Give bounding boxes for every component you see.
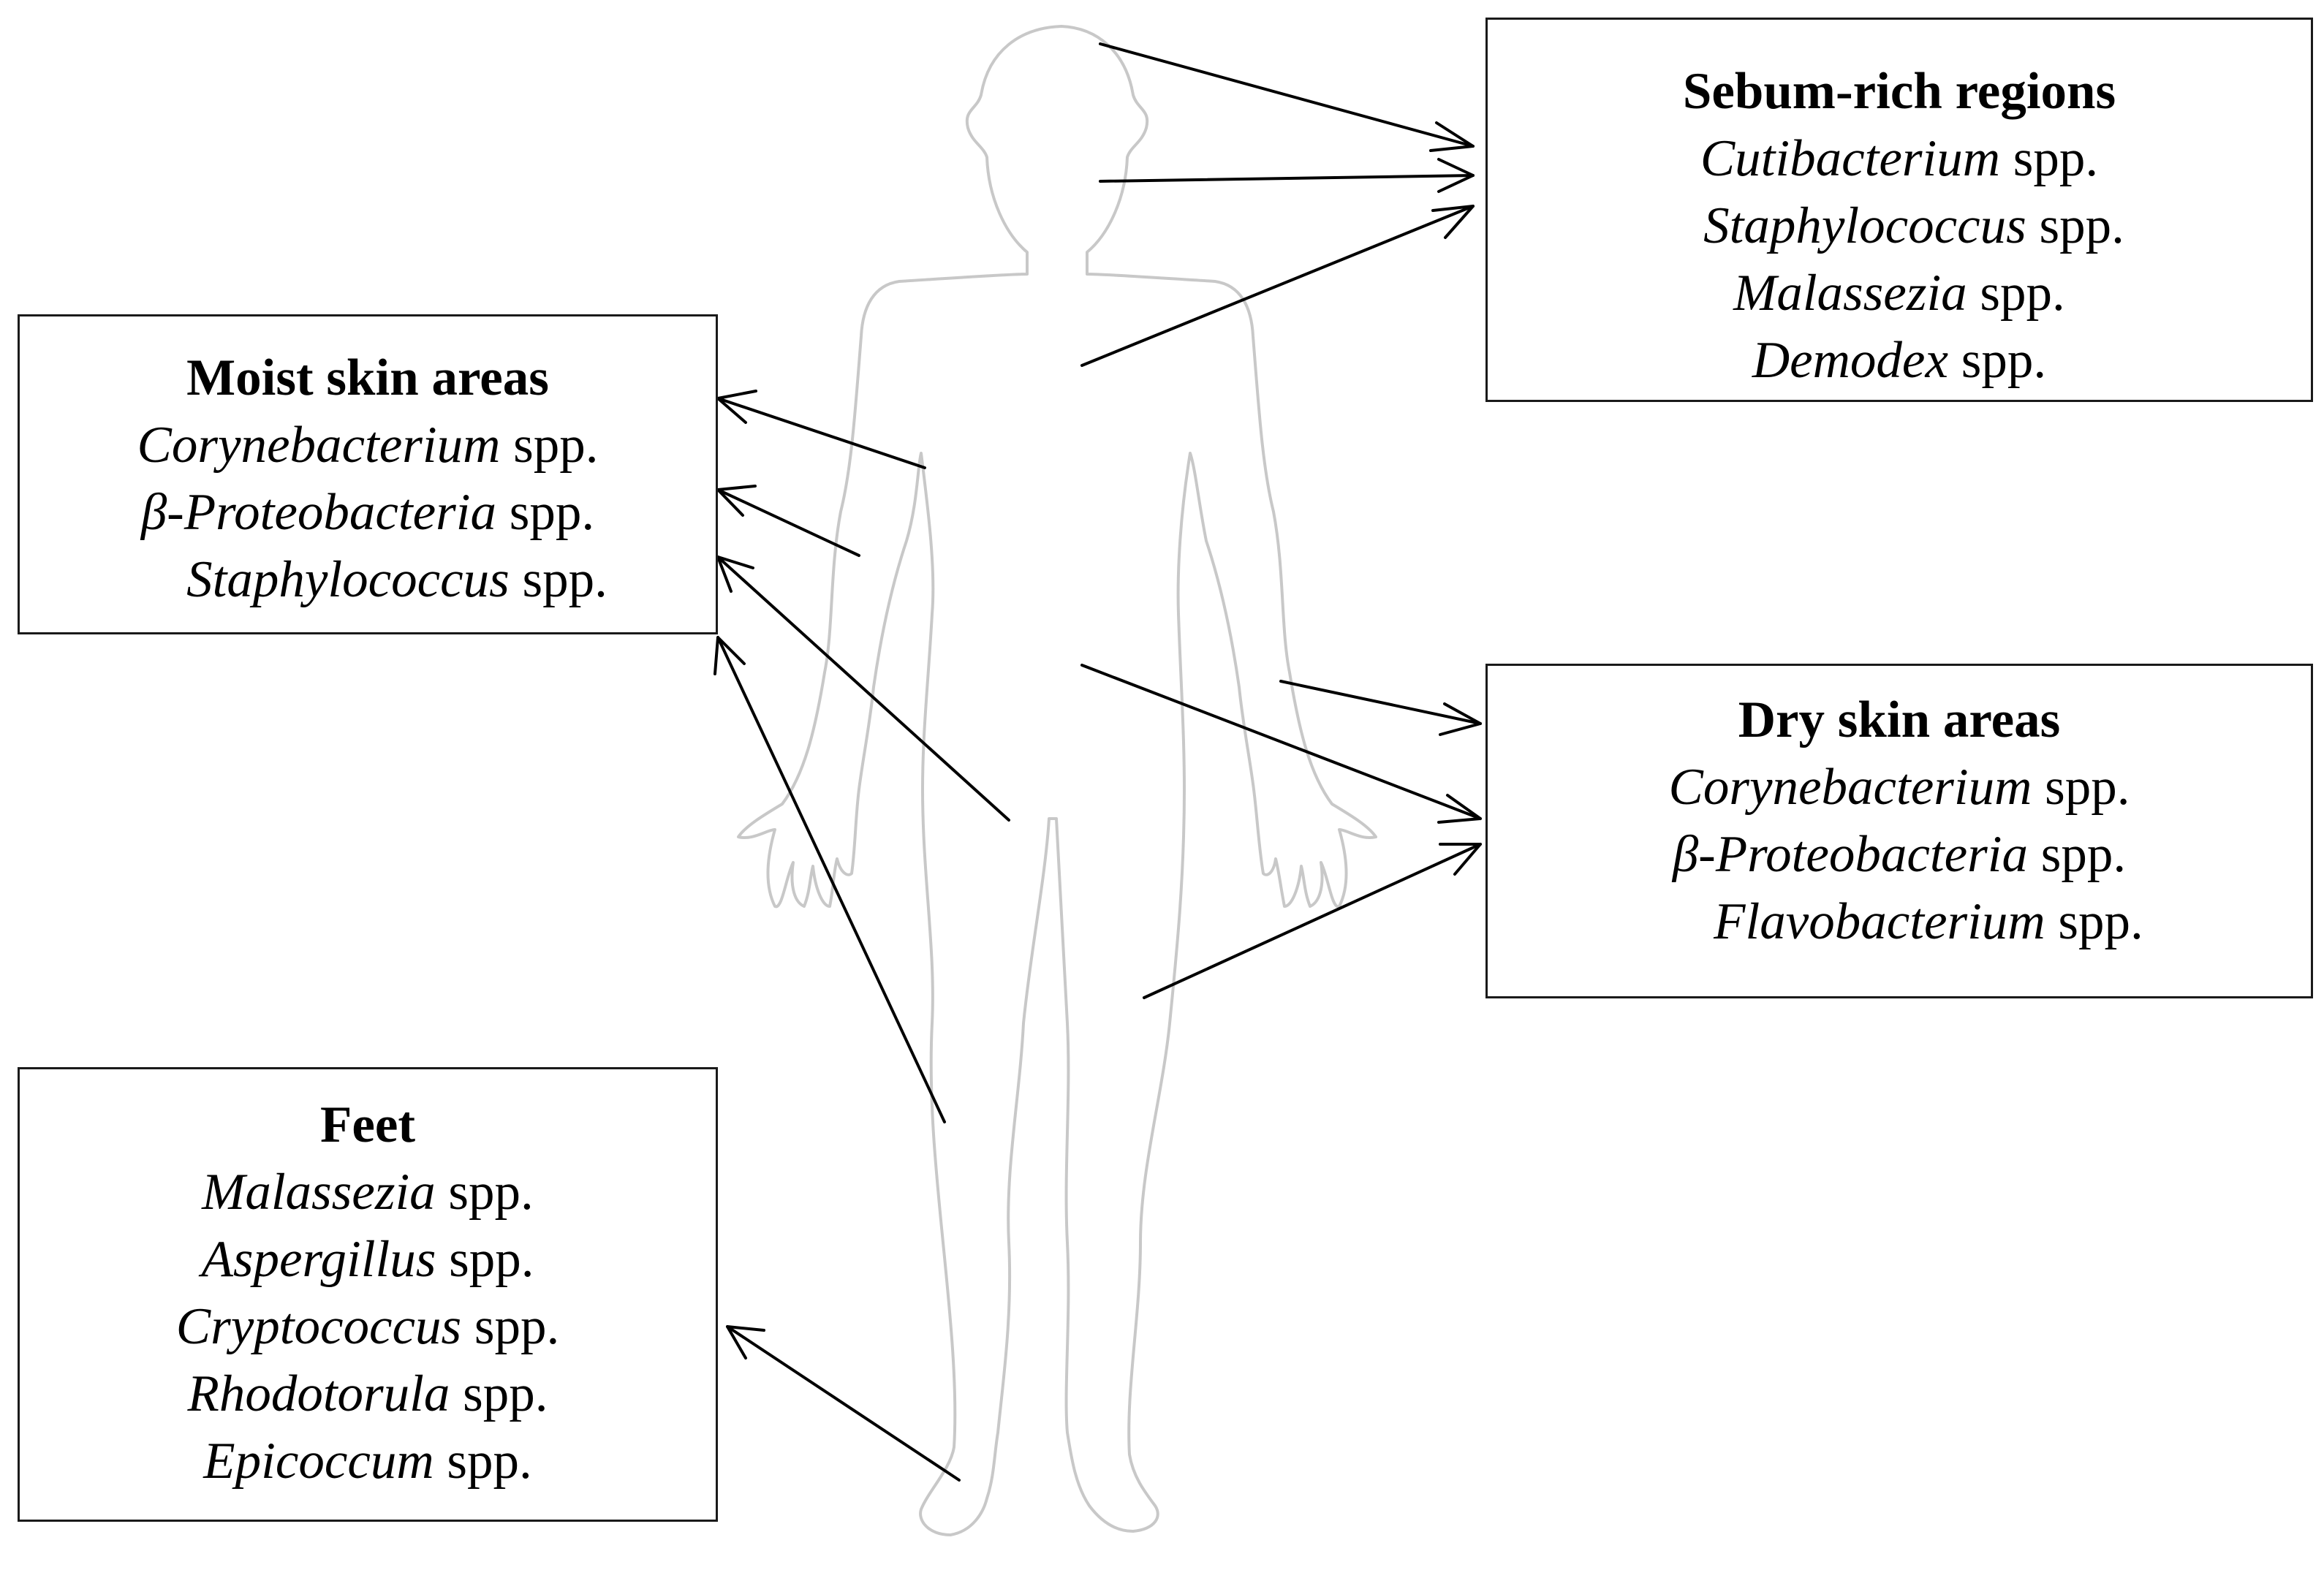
- dry-entry: Flavobacterium spp.: [1488, 888, 2311, 955]
- sebum-box-title: Sebum-rich regions: [1682, 63, 2116, 120]
- sebum-entry: Staphylococcus spp.: [1488, 192, 2311, 259]
- spp-suffix: spp.: [2028, 826, 2127, 883]
- sebum-entry: Cutibacterium spp.: [1488, 125, 2311, 192]
- spp-suffix: spp.: [2045, 893, 2143, 950]
- feet-entry: Malassezia spp.: [20, 1158, 716, 1226]
- sebum-rich-regions-box: Sebum-rich regions Cutibacterium spp. St…: [1485, 18, 2313, 402]
- human-body-outline: [737, 25, 1377, 1536]
- arrow-head-to-sebum: [1099, 42, 1475, 152]
- spp-suffix: spp.: [2000, 130, 2099, 187]
- genus-name: β-Proteobacteria: [1672, 826, 2029, 883]
- sebum-entry: Malassezia spp.: [1488, 259, 2311, 327]
- genus-name: Cutibacterium: [1700, 130, 2001, 187]
- arrow-leg-to-dry: [1143, 843, 1482, 999]
- arrow-foot-to-feet: [726, 1325, 961, 1482]
- feet-entry: Aspergillus spp.: [20, 1226, 716, 1293]
- arrow-abdomen-to-dry: [1080, 664, 1482, 824]
- dry-entry: β-Proteobacteria spp.: [1488, 821, 2311, 888]
- genus-name: Flavobacterium: [1714, 893, 2045, 950]
- dry-skin-areas-box: Dry skin areas Corynebacterium spp. β-Pr…: [1485, 664, 2313, 998]
- arrow-armpit-to-moist: [716, 390, 926, 469]
- spp-suffix: spp.: [436, 1231, 534, 1288]
- moist-entry: Staphylococcus spp.: [20, 546, 716, 613]
- arrow-knee-to-moist: [714, 636, 946, 1123]
- dry-box-title: Dry skin areas: [1738, 691, 2061, 748]
- spp-suffix: spp.: [435, 1164, 534, 1221]
- genus-name: Demodex: [1752, 332, 1948, 389]
- arrow-forearm-to-dry: [1279, 680, 1482, 736]
- arrows: [714, 42, 1482, 1482]
- spp-suffix: spp.: [434, 1433, 532, 1490]
- genus-name: Staphylococcus: [1703, 197, 2026, 254]
- feet-entry: Cryptococcus spp.: [20, 1293, 716, 1360]
- body-head: [737, 25, 1377, 1536]
- arrow-groin-to-moist: [716, 555, 1010, 822]
- spp-suffix: spp.: [500, 417, 599, 474]
- spp-suffix: spp.: [461, 1298, 560, 1355]
- feet-box: Feet Malassezia spp. Aspergillus spp. Cr…: [18, 1067, 718, 1522]
- arrow-face-to-sebum: [1099, 158, 1475, 193]
- genus-name: Staphylococcus: [186, 551, 510, 608]
- moist-box-title: Moist skin areas: [186, 349, 549, 406]
- genus-name: Epicoccum: [203, 1433, 434, 1490]
- moist-skin-areas-box: Moist skin areas Corynebacterium spp. β-…: [18, 314, 718, 634]
- spp-suffix: spp.: [1948, 332, 2047, 389]
- genus-name: Aspergillus: [201, 1231, 436, 1288]
- dry-entry: Corynebacterium spp.: [1488, 754, 2311, 821]
- spp-suffix: spp.: [496, 484, 595, 541]
- spp-suffix: spp.: [2032, 759, 2130, 816]
- moist-entry: β-Proteobacteria spp.: [20, 479, 716, 546]
- spp-suffix: spp.: [2026, 197, 2124, 254]
- genus-name: Rhodotorula: [187, 1365, 450, 1422]
- arrow-elbow-to-moist: [716, 485, 860, 557]
- spp-suffix: spp.: [450, 1365, 548, 1422]
- genus-name: Malassezia: [202, 1164, 436, 1221]
- spp-suffix: spp.: [509, 551, 608, 608]
- genus-name: Malassezia: [1733, 265, 1967, 322]
- spp-suffix: spp.: [1967, 265, 2065, 322]
- genus-name: β-Proteobacteria: [140, 484, 497, 541]
- genus-name: Cryptococcus: [175, 1298, 462, 1355]
- moist-entry: Corynebacterium spp.: [20, 412, 716, 479]
- sebum-entry: Demodex spp.: [1488, 327, 2311, 394]
- genus-name: Corynebacterium: [1668, 759, 2032, 816]
- arrow-chest-to-sebum: [1080, 205, 1475, 367]
- genus-name: Corynebacterium: [137, 417, 501, 474]
- feet-box-title: Feet: [319, 1096, 416, 1153]
- feet-entry: Rhodotorula spp.: [20, 1360, 716, 1427]
- feet-entry: Epicoccum spp.: [20, 1427, 716, 1495]
